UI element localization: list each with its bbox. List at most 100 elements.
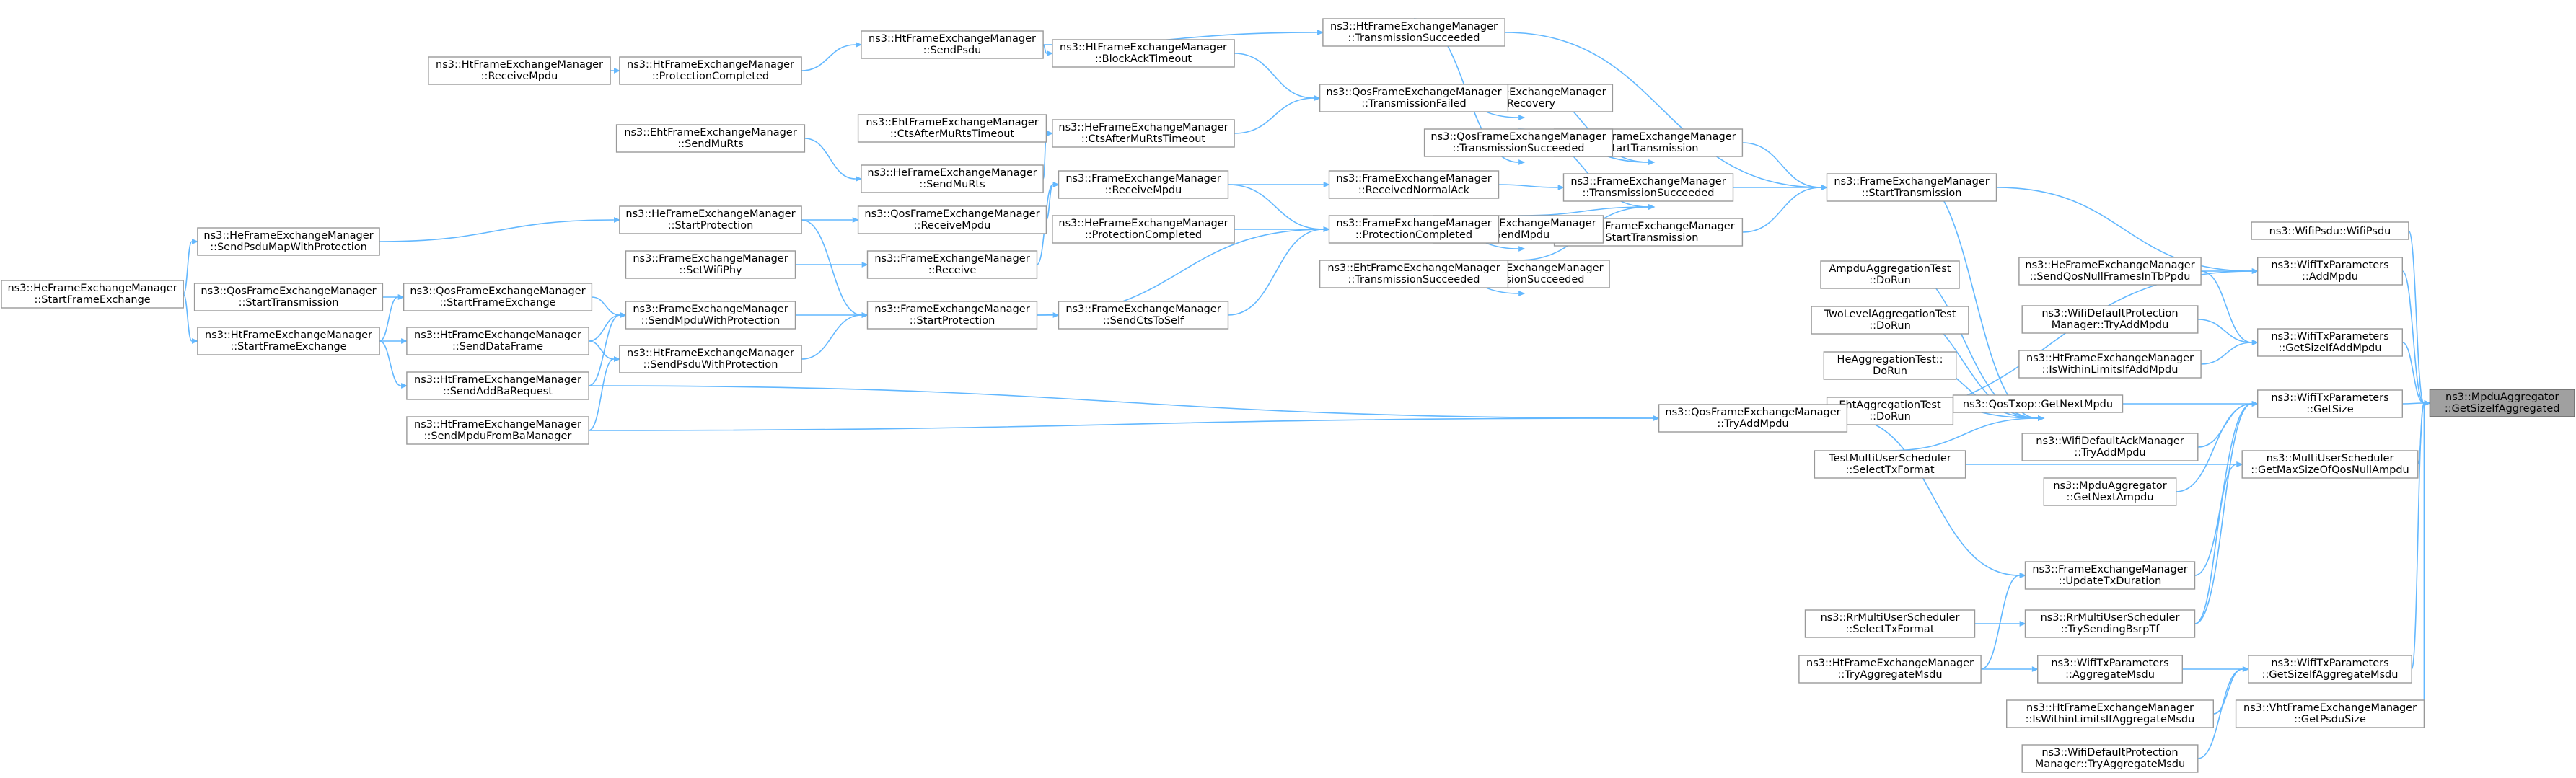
node-ht-sendpsdu[interactable]: ns3::HtFrameExchangeManager::SendPsdu (861, 30, 1044, 59)
node-hefem-sendpsdumapwithprotection[interactable]: ns3::HeFrameExchangeManager::SendPsduMap… (197, 227, 380, 256)
node-wdack-tryaddmpdu[interactable]: ns3::WifiDefaultAckManager::TryAddMpdu (2021, 433, 2199, 461)
node-fem-receivednormalack[interactable]: ns3::FrameExchangeManager::ReceivedNorma… (1328, 170, 1500, 199)
node-ehtfem-sendmurts[interactable]: ns3::EhtFrameExchangeManager::SendMuRts (615, 124, 806, 153)
node-fem-receivempdu[interactable]: ns3::FrameExchangeManager::ReceiveMpdu (1058, 170, 1229, 199)
node-label: Manager::TryAddMpdu (2052, 319, 2169, 331)
node-txp-getsizeifaddmpdu[interactable]: ns3::WifiTxParameters::GetSizeIfAddMpdu (2256, 328, 2403, 357)
node-hefem-protectioncompleted[interactable]: ns3::HeFrameExchangeManager::ProtectionC… (1052, 215, 1235, 244)
node-mpduagg-getnextampdu[interactable]: ns3::MpduAggregator::GetNextAmpdu (2043, 477, 2177, 506)
node-txp-addmpdu[interactable]: ns3::WifiTxParameters::AddMpdu (2256, 257, 2403, 286)
node-fem-updatetxduration[interactable]: ns3::FrameExchangeManager::UpdateTxDurat… (2024, 561, 2196, 590)
node-box (619, 345, 802, 373)
node-ht-sendmpdufrombamanager[interactable]: ns3::HtFrameExchangeManager::SendMpduFro… (406, 416, 589, 445)
edge-fem_updatetxduration-to-txp_getsize (2194, 403, 2252, 576)
node-hefem-sendmurts[interactable]: ns3::HeFrameExchangeManager::SendMuRts (861, 164, 1044, 193)
node-ht-sendaddbarequest[interactable]: ns3::HtFrameExchangeManager::SendAddBaRe… (406, 371, 589, 400)
node-label: ns3::HtFrameExchangeManager (627, 348, 794, 359)
node-box (1562, 173, 1734, 202)
arrowhead (1518, 159, 1526, 165)
node-label: ::SetWifiPhy (679, 265, 742, 276)
node-hefem-ctsaftermurtstimeout[interactable]: ns3::HeFrameExchangeManager::CtsAfterMuR… (1052, 119, 1235, 148)
node-label: ::GetMaxSizeOfQosNullAmpdu (2251, 464, 2409, 476)
node-fem-receive[interactable]: ns3::FrameExchangeManager::Receive (866, 250, 1038, 279)
node-ht-transmissionsucceeded[interactable]: ns3::HtFrameExchangeManager::Transmissio… (1322, 18, 1505, 47)
node-label: ::StartFrameExchange (34, 294, 150, 306)
node-label: ns3::EhtFrameExchangeManager (866, 117, 1038, 128)
node-testmus-selecttxformat[interactable]: TestMultiUserScheduler::SelectTxFormat (1814, 450, 1966, 479)
node-label: ns3::HtFrameExchangeManager (1806, 658, 1974, 669)
node-label: ns3::MpduAggregator (2053, 480, 2166, 492)
node-ht-senddataframe[interactable]: ns3::HtFrameExchangeManager::SendDataFra… (406, 327, 589, 355)
node-ht-tryaggregatemsdu[interactable]: ns3::HtFrameExchangeManager::TryAggregat… (1798, 655, 1982, 684)
node-label: ns3::FrameExchangeManager (2032, 564, 2187, 575)
node-wdp-tryaddmpdu[interactable]: ns3::WifiDefaultProtectionManager::TryAd… (2021, 305, 2199, 334)
node-mus-getmaxsize[interactable]: ns3::MultiUserScheduler::GetMaxSizeOfQos… (2241, 450, 2419, 479)
node-box (2429, 389, 2575, 417)
node-label: ns3::FrameExchangeManager (1570, 176, 1726, 187)
node-ht-startframeexchange[interactable]: ns3::HtFrameExchangeManager::StartFrameE… (197, 327, 380, 355)
node-box (2256, 257, 2403, 286)
node-rrmus-selecttxformat[interactable]: ns3::RrMultiUserScheduler::SelectTxForma… (1804, 609, 1976, 638)
arrowhead (2424, 400, 2431, 406)
node-hefem-startprotection[interactable]: ns3::HeFrameExchangeManager::StartProtec… (619, 205, 802, 234)
node-label: ns3::HtFrameExchangeManager (1330, 21, 1498, 32)
node-label: HeAggregationTest:: (1837, 354, 1943, 366)
node-label: ::TransmissionSucceeded (1348, 32, 1480, 44)
node-fem-sendctstoself[interactable]: ns3::FrameExchangeManager::SendCtsToSelf (1058, 301, 1229, 330)
node-vht-getpsdusize[interactable]: ns3::VhtFrameExchangeManager::GetPsduSiz… (2235, 699, 2425, 728)
node-label: ::Receive (928, 265, 977, 276)
node-ht-iswithinlimitsaggmsdu[interactable]: ns3::HtFrameExchangeManager::IsWithinLim… (2005, 699, 2214, 728)
node-qosfem-startframeexchange[interactable]: ns3::QosFrameExchangeManager::StartFrame… (403, 283, 593, 311)
node-ht-iswithinlimitsaddmpdu[interactable]: ns3::HtFrameExchangeManager::IsWithinLim… (2018, 350, 2202, 379)
node-qosfem-transmissionfailed[interactable]: ns3::QosFrameExchangeManager::Transmissi… (1319, 84, 1509, 112)
node-fem-setwifiphy[interactable]: ns3::FrameExchangeManager::SetWifiPhy (625, 250, 796, 279)
arrowhead (2251, 340, 2259, 345)
node-hefem-startframeexchange[interactable]: ns3::HeFrameExchangeManager::StartFrameE… (1, 280, 184, 309)
node-ampduaggtest-dorun[interactable]: AmpduAggregationTest::DoRun (1820, 260, 1960, 289)
node-rrmus-trysendingbsrptf[interactable]: ns3::RrMultiUserScheduler::TrySendingBsr… (2024, 609, 2196, 638)
node-qosfem-tryaddmpdu[interactable]: ns3::QosFrameExchangeManager::TryAddMpdu (1658, 404, 1848, 433)
edge-ht_protectioncompleted-to-ht_sendpsdu (801, 44, 856, 71)
arrowhead (614, 356, 621, 362)
node-label: ::DoRun (1869, 275, 1911, 286)
node-qosfem-transmissionsucceeded[interactable]: ns3::QosFrameExchangeManager::Transmissi… (1423, 128, 1614, 157)
node-box (625, 301, 796, 330)
node-fem-startprotection[interactable]: ns3::FrameExchangeManager::StartProtecti… (866, 301, 1038, 330)
node-txp-aggregatemsdu[interactable]: ns3::WifiTxParameters::AggregateMsdu (2036, 655, 2183, 684)
node-ehtaggtest-dorun[interactable]: EhtAggregationTest::DoRun (1826, 397, 1954, 425)
edge-qosfem_tryaddmpdu-to-fem_updatetxduration (1847, 417, 2020, 576)
node-box (1052, 39, 1235, 68)
arrowhead (2038, 415, 2045, 421)
node-heaggtest-dorun[interactable]: HeAggregationTest::DoRun (1823, 351, 1957, 380)
node-fem-transmissionsucceeded[interactable]: ns3::FrameExchangeManager::TransmissionS… (1562, 173, 1734, 202)
node-he-sendqosnull[interactable]: ns3::HeFrameExchangeManager::SendQosNull… (2018, 257, 2202, 286)
node-root[interactable]: ns3::MpduAggregator::GetSizeIfAggregated (2429, 389, 2575, 417)
node-label: ::GetNextAmpdu (2066, 492, 2153, 503)
edge-hefem_startframeexchange-to-ht_startframeexchange (183, 293, 193, 342)
node-twolevelaggtest-dorun[interactable]: TwoLevelAggregationTest::DoRun (1811, 306, 1969, 335)
arrowhead (2019, 621, 2026, 627)
node-wifipsdu[interactable]: ns3::WifiPsdu::WifiPsdu (2251, 221, 2409, 240)
node-label: ::ReceiveMpdu (1105, 185, 1182, 196)
node-fem-sendmpduwithprotection[interactable]: ns3::FrameExchangeManager::SendMpduWithP… (625, 301, 796, 330)
node-ehtfem-transmissionsucceeded[interactable]: ns3::EhtFrameExchangeManager::Transmissi… (1319, 260, 1509, 288)
node-ht-sendpsduwithprotection[interactable]: ns3::HtFrameExchangeManager::SendPsduWit… (619, 345, 802, 373)
node-label: ::SendCtsToSelf (1103, 315, 1184, 327)
node-ht-protectioncompleted[interactable]: ns3::HtFrameExchangeManager::ProtectionC… (619, 56, 802, 85)
node-qosfem-receivempdu[interactable]: ns3::QosFrameExchangeManager::ReceiveMpd… (857, 205, 1047, 234)
node-box (197, 327, 380, 355)
node-txp-getsizeifaggmsdu[interactable]: ns3::WifiTxParameters::GetSizeIfAggregat… (2248, 655, 2412, 684)
node-fem-protectioncompleted[interactable]: ns3::FrameExchangeManager::ProtectionCom… (1328, 215, 1500, 244)
node-qostxop-getnextmpdu[interactable]: ns3::QosTxop::GetNextMpdu (1952, 394, 2124, 413)
node-wdp-tryaggregatemsdu[interactable]: ns3::WifiDefaultProtectionManager::TryAg… (2021, 744, 2199, 773)
node-ht-blockacktimeout[interactable]: ns3::HtFrameExchangeManager::BlockAckTim… (1052, 39, 1235, 68)
node-txp-getsize[interactable]: ns3::WifiTxParameters::GetSize (2256, 389, 2403, 418)
node-fem-starttransmission[interactable]: ns3::FrameExchangeManager::StartTransmis… (1826, 173, 1997, 202)
node-ehtfem-ctsaftermurtstimeout[interactable]: ns3::EhtFrameExchangeManager::CtsAfterMu… (857, 114, 1047, 143)
node-ht-receivempdu[interactable]: ns3::HtFrameExchangeManager::ReceiveMpdu (428, 56, 611, 85)
node-qosfem-starttransmission2[interactable]: ns3::QosFrameExchangeManager::StartTrans… (193, 283, 384, 311)
arrowhead (1323, 182, 1330, 187)
edge-fem_receivempdu-to-fem_protectioncompleted (1228, 184, 1324, 230)
node-label: ns3::WifiDefaultProtection (2041, 747, 2178, 759)
